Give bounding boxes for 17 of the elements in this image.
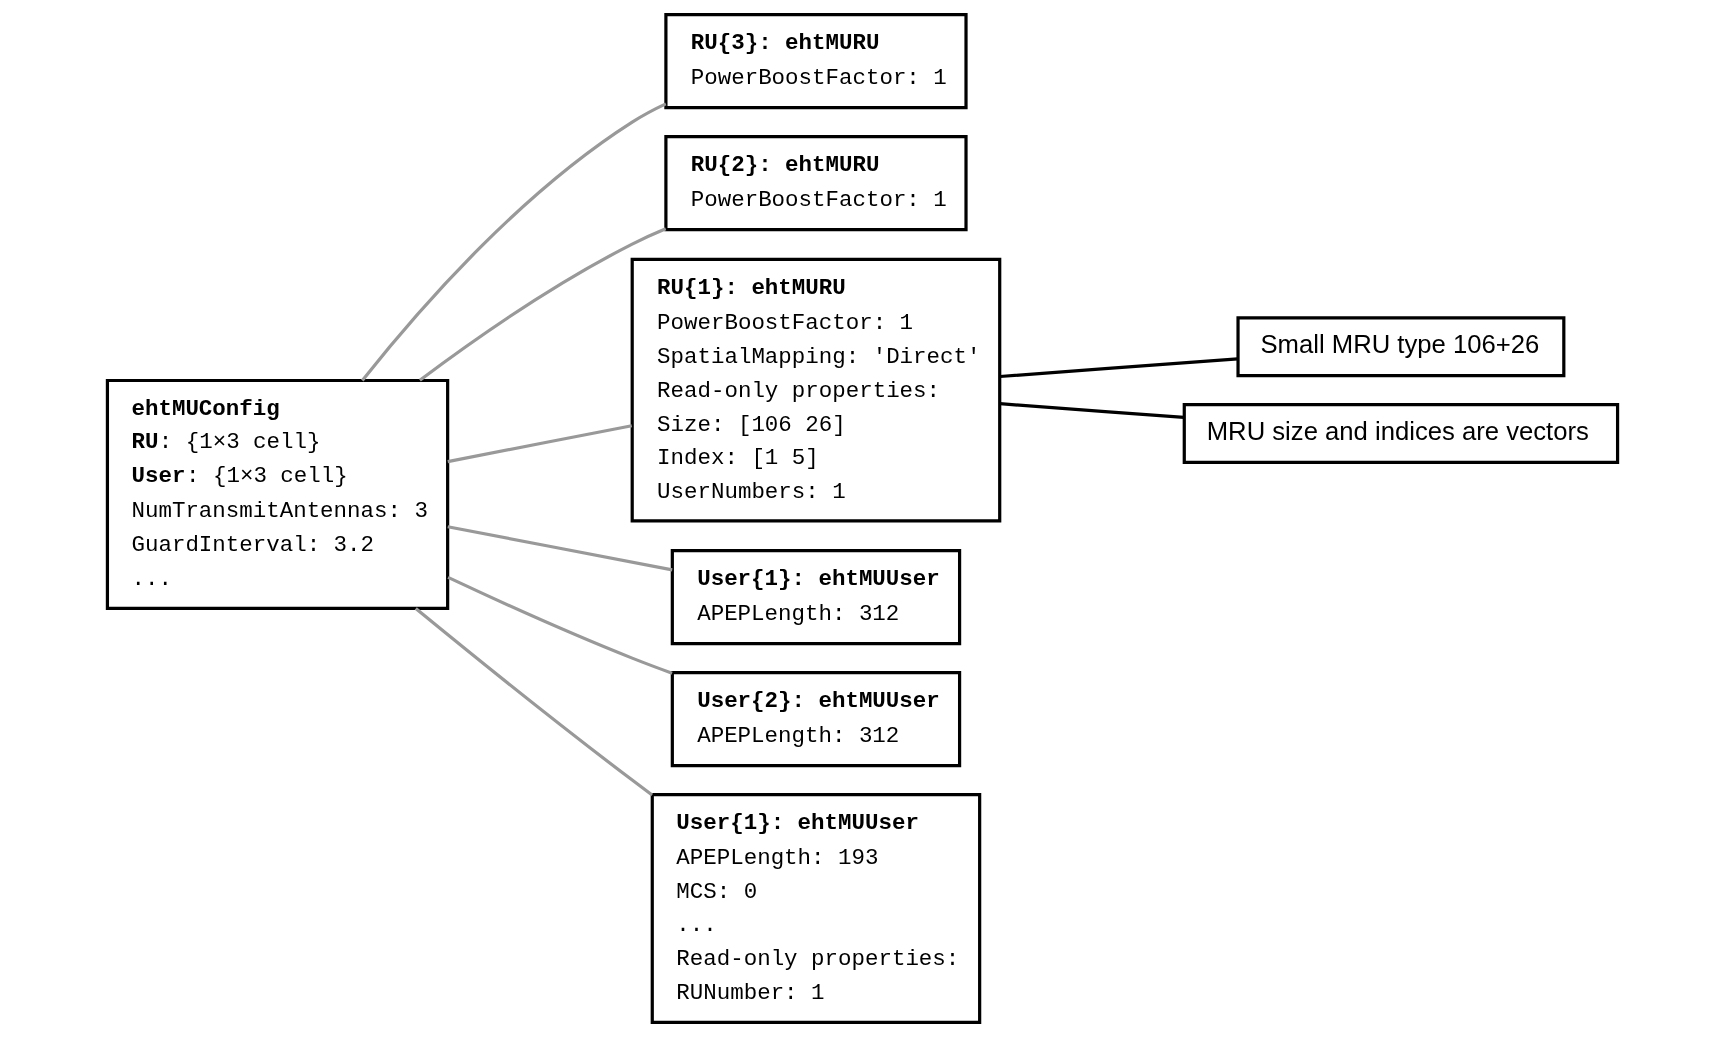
connector (361, 102, 667, 382)
connector (999, 402, 1184, 419)
node-box: Small MRU type 106+26 (1236, 316, 1566, 378)
connector (447, 424, 633, 464)
node-box: RU{1}: ehtMURU PowerBoostFactor: 1 SpatialMapping: 'Direct' Read-only properties: Size: [106 26] Index: [1 5] UserNumbers: 1 (630, 257, 1002, 523)
node-box: RU{2}: ehtMURU PowerBoostFactor: 1 (664, 134, 968, 232)
node-box: User{1}: ehtMUUser APEPLength: 193 MCS: 0 ... Read-only properties: RUNumber: 1 (650, 792, 982, 1025)
node-box: User{1}: ehtMUUser APEPLength: 312 (670, 549, 962, 646)
connector (418, 227, 667, 382)
connector (447, 575, 673, 675)
connector (447, 525, 673, 572)
node-box: User{2}: ehtMUUser APEPLength: 312 (670, 670, 962, 768)
node-box: ehtMUConfig RU: {1×3 cell} User: {1×3 cell} NumTransmitAntennas: 3 GuardInterval: 3.2 ... (105, 378, 450, 610)
connector (414, 607, 654, 797)
node-box: MRU size and indices are vectors (1182, 402, 1620, 464)
node-box: RU{3}: ehtMURU PowerBoostFactor: 1 (664, 12, 968, 110)
connector (999, 357, 1238, 379)
